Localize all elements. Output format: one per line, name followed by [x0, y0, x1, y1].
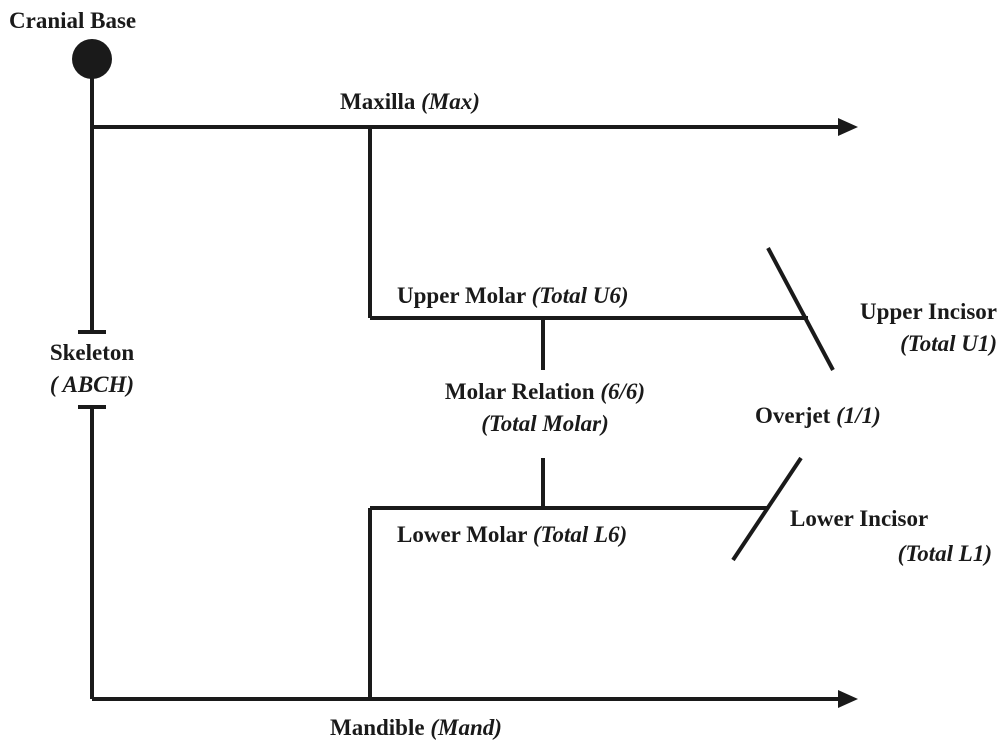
- upper-molar-abbr: (Total U6): [531, 283, 629, 308]
- mandible-abbr: (Mand): [430, 715, 502, 740]
- skeleton-label: Skeleton ( ABCH): [24, 339, 160, 399]
- cranial-base-node: [72, 39, 112, 79]
- lower-molar-name: Lower Molar: [397, 522, 528, 547]
- lower-molar-label: Lower Molar (Total L6): [397, 521, 627, 549]
- maxilla-label: Maxilla (Max): [340, 88, 480, 116]
- lower-incisor-name: Lower Incisor: [790, 506, 929, 531]
- skeleton-abbr: ( ABCH): [49, 372, 135, 397]
- molar-relation-name: Molar Relation: [444, 379, 595, 404]
- mandible-name: Mandible: [330, 715, 425, 740]
- mandible-label: Mandible (Mand): [330, 714, 502, 742]
- lower-incisor-label: Lower Incisor (Total L1): [780, 505, 992, 568]
- cranial-base-label: Cranial Base: [9, 8, 137, 33]
- lower-incisor-line: [731, 456, 803, 562]
- overjet-label: Overjet (1/1): [755, 402, 881, 430]
- maxilla-arrowhead: [838, 118, 858, 136]
- upper-molar-label: Upper Molar (Total U6): [397, 282, 629, 310]
- lower-incisor-abbr: (Total L1): [897, 541, 992, 566]
- maxilla-abbr: (Max): [421, 89, 480, 114]
- maxilla-name: Maxilla: [340, 89, 416, 114]
- upper-incisor-name: Upper Incisor: [860, 299, 997, 324]
- upper-incisor-label: Upper Incisor (Total U1): [820, 298, 997, 358]
- molar-relation-abbr: (Total Molar): [481, 411, 609, 436]
- overjet-ratio: (1/1): [836, 403, 881, 428]
- upper-incisor-line: [766, 247, 835, 371]
- skeleton-name: Skeleton: [49, 340, 135, 365]
- molar-relation-ratio: (6/6): [600, 379, 646, 404]
- upper-incisor-abbr: (Total U1): [900, 331, 997, 356]
- overjet-name: Overjet: [755, 403, 831, 428]
- upper-molar-name: Upper Molar: [397, 283, 526, 308]
- mandible-arrowhead: [838, 690, 858, 708]
- molar-relation-label: Molar Relation (6/6) (Total Molar): [410, 378, 680, 438]
- lower-molar-abbr: (Total L6): [532, 522, 628, 547]
